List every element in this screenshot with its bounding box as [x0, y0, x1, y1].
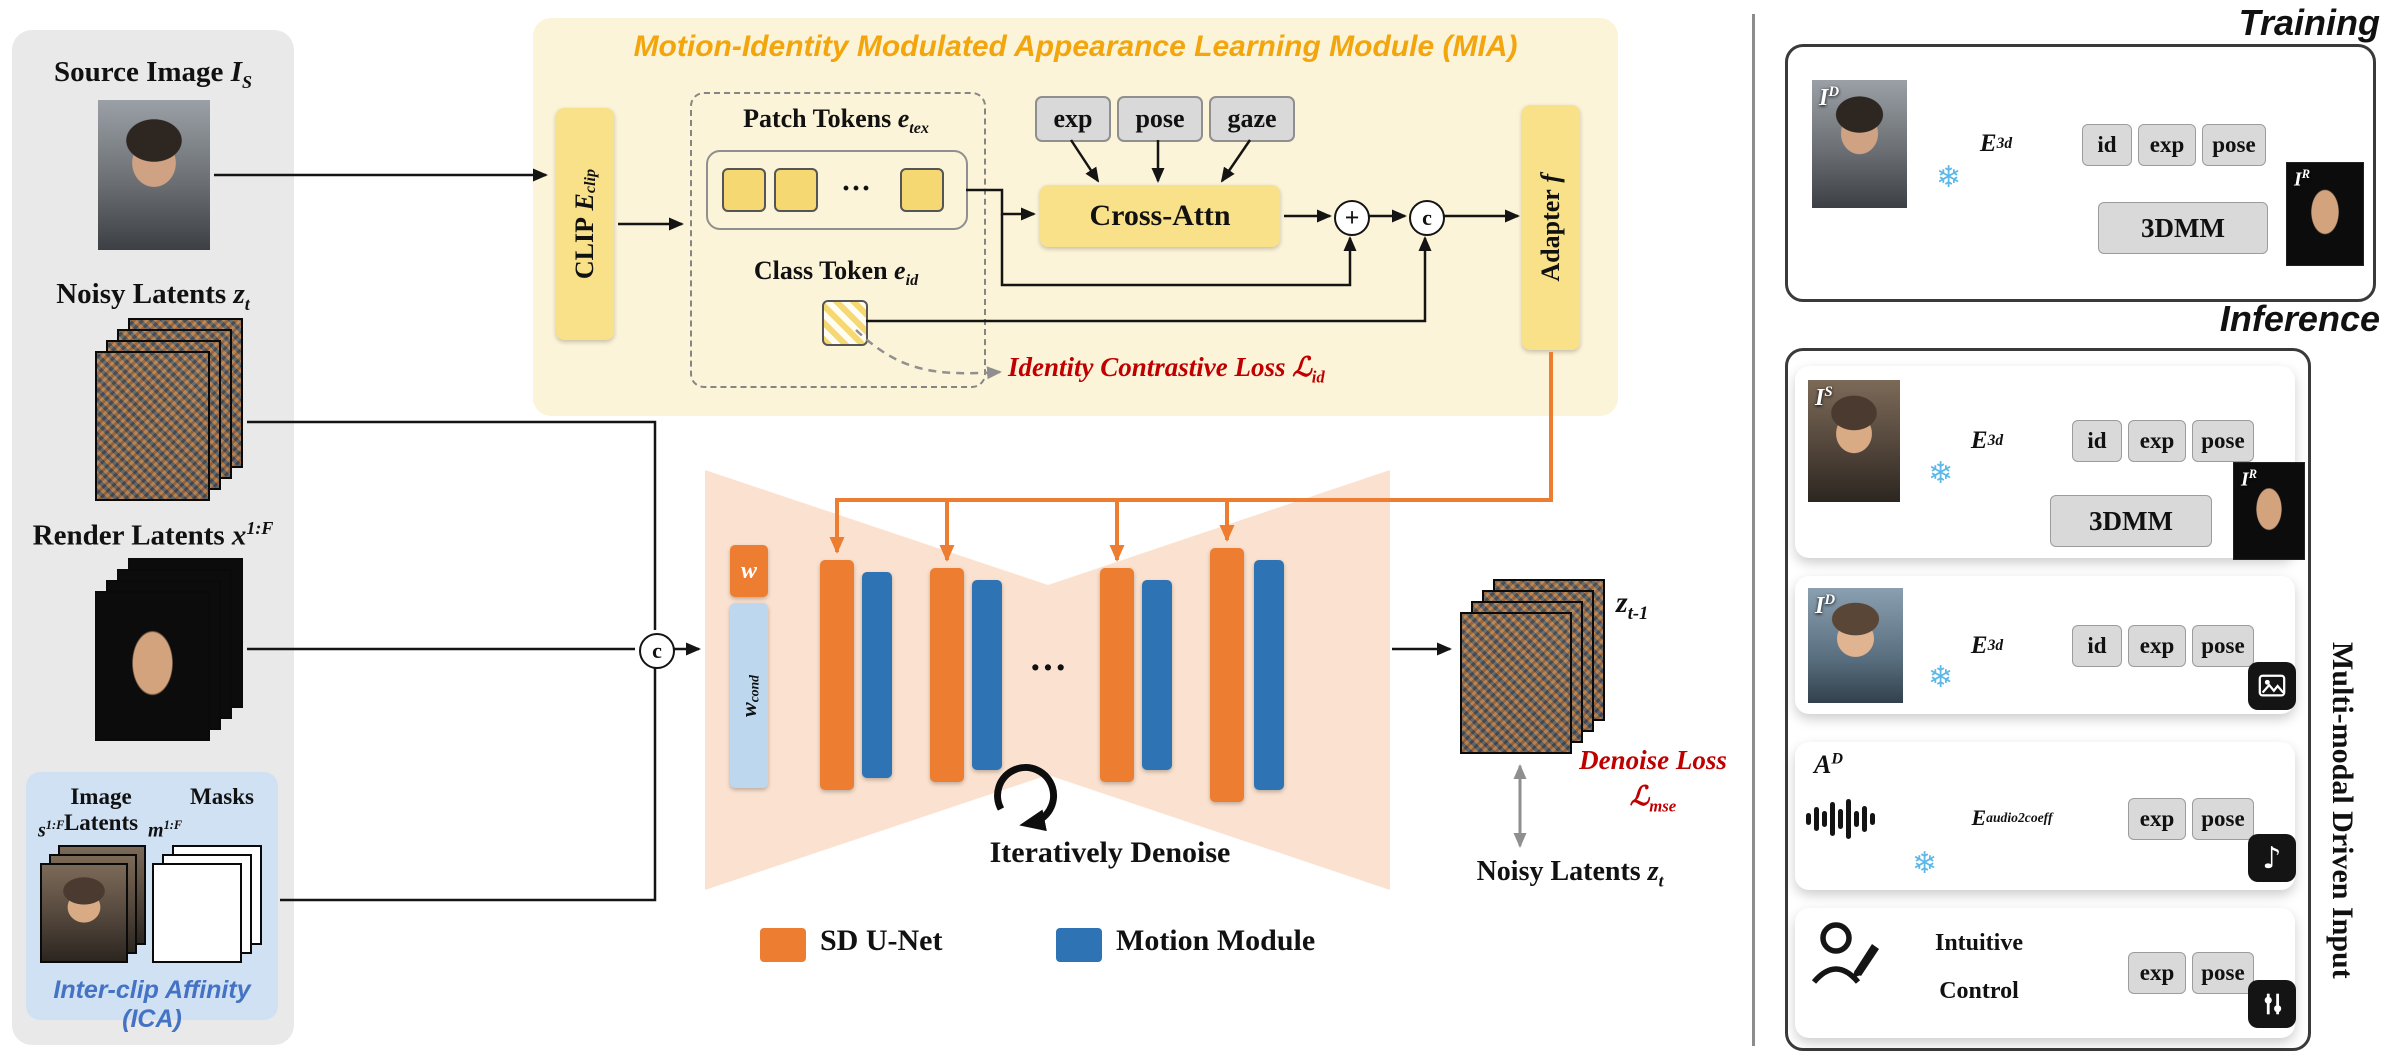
- cross-attn-box: Cross-Attn: [1040, 185, 1280, 247]
- picture-badge: [2248, 662, 2296, 710]
- ica-caption: Inter-clip Affinity (ICA): [53, 976, 251, 1033]
- sd-unet-block-1: [820, 560, 854, 790]
- render-latents-stack: [95, 558, 243, 741]
- sliders-icon: [2264, 993, 2282, 1015]
- sliders-badge: [2248, 980, 2296, 1028]
- z-prev-label: zt-1: [1616, 586, 1649, 624]
- audio-waveform-icon: [1806, 794, 1888, 844]
- mia-title: Motion-Identity Modulated Appearance Lea…: [633, 30, 1518, 63]
- exp-box-training: exp: [2138, 124, 2196, 166]
- pose-box-source: pose: [2192, 420, 2254, 462]
- snowflake-icon-audio: ❄: [1912, 846, 1938, 881]
- sd-unet-block-2: [930, 568, 964, 782]
- plus-icon: +: [1334, 200, 1370, 236]
- identity-contrastive-loss-label: Identity Contrastive Loss ℒid: [1008, 352, 1325, 387]
- masks-label: Masks: [190, 784, 254, 809]
- training-title: Training: [2238, 2, 2380, 43]
- legend-sd-unet-label: SD U-Net: [820, 924, 943, 957]
- w-cond-box: wcond: [730, 603, 768, 788]
- image-latents-label: Image Latents: [63, 784, 139, 835]
- multimodal-caption: Multi-modal Driven Input: [2326, 641, 2359, 979]
- patch-token-1: [722, 168, 766, 212]
- unet-dots: ···: [1028, 647, 1068, 689]
- legend-motion-module-swatch: [1056, 928, 1102, 962]
- pose-box-video: pose: [2192, 625, 2254, 667]
- source-image-label: Source Image IS: [54, 56, 252, 92]
- training-render-output: IR: [2286, 162, 2364, 266]
- exp-box-control: exp: [2128, 952, 2186, 994]
- output-noisy-latents-stack: [1460, 579, 1605, 754]
- snowflake-icon-source: ❄: [1928, 456, 1954, 491]
- snowflake-icon-video: ❄: [1928, 660, 1954, 695]
- inference-render-output: IR: [2233, 462, 2305, 560]
- sd-unet-block-4: [1210, 548, 1244, 802]
- patch-token-n: [900, 168, 944, 212]
- gaze-box-mia: gaze: [1209, 96, 1295, 142]
- legend-motion-module-label: Motion Module: [1116, 924, 1316, 957]
- concat-icon-inputs: c: [639, 633, 675, 669]
- iteratively-denoise-label: Iteratively Denoise: [989, 836, 1231, 869]
- noisy-latents-output-label: Noisy Latents zt: [1476, 856, 1664, 891]
- patch-token-dots: ···: [840, 172, 871, 205]
- masks-stack: [152, 845, 262, 963]
- denoise-loss-label: Denoise Loss ℒmse: [1579, 745, 1727, 816]
- pose-box-mia: pose: [1117, 96, 1203, 142]
- circular-arrow-icon: [994, 764, 1058, 832]
- motion-module-block-1: [862, 572, 892, 778]
- pose-box-control: pose: [2192, 952, 2254, 994]
- section-divider: [1752, 14, 1755, 1046]
- adapter-box: Adapter f: [1522, 105, 1580, 350]
- control-label: Control: [1939, 978, 2019, 1004]
- pose-box-audio: pose: [2192, 798, 2254, 840]
- music-badge: ♪: [2248, 834, 2296, 882]
- patch-token-2: [774, 168, 818, 212]
- patch-tokens-label: Patch Tokens etex: [743, 104, 929, 138]
- 3dmm-box-inference: 3DMM: [2050, 495, 2212, 547]
- s-latents-var-label: s1:F: [38, 818, 65, 842]
- concat-icon-mia: c: [1409, 200, 1445, 236]
- w-box: w: [730, 545, 768, 597]
- 3dmm-box-training: 3DMM: [2098, 202, 2268, 254]
- music-note-icon: ♪: [2262, 840, 2282, 876]
- picture-icon: [2258, 674, 2286, 697]
- audio-input-label: AD: [1814, 750, 1843, 779]
- line-noisy-to-merge: [247, 420, 657, 630]
- training-driving-image: ID: [1812, 80, 1907, 208]
- m-masks-var-label: m1:F: [148, 818, 183, 842]
- image-latents-stack: [40, 845, 146, 963]
- class-token-label: Class Token eid: [753, 256, 919, 290]
- id-box-video: id: [2072, 625, 2122, 667]
- motion-module-block-2: [972, 580, 1002, 770]
- noisy-latents-label: Noisy Latents zt: [56, 278, 250, 314]
- sd-unet-block-3: [1100, 568, 1134, 782]
- id-box-source: id: [2072, 420, 2122, 462]
- legend-sd-unet-swatch: [760, 928, 806, 962]
- motion-module-block-3: [1142, 580, 1172, 770]
- id-box-training: id: [2082, 124, 2132, 166]
- class-token: [822, 300, 868, 346]
- intuitive-label: Intuitive: [1934, 930, 2023, 956]
- exp-box-mia: exp: [1035, 96, 1111, 142]
- source-image-photo: [98, 100, 210, 250]
- snowflake-icon-training: ❄: [1936, 160, 1962, 195]
- clip-encoder-box: CLIP Eclip: [556, 108, 614, 340]
- exp-box-video: exp: [2128, 625, 2186, 667]
- motion-module-block-4: [1254, 560, 1284, 790]
- render-latents-label: Render Latents x1:F: [32, 518, 274, 552]
- inference-driving-image: ID: [1808, 588, 1903, 703]
- noisy-latents-stack: [95, 318, 243, 501]
- pose-box-training: pose: [2202, 124, 2266, 166]
- exp-box-audio: exp: [2128, 798, 2186, 840]
- exp-box-source: exp: [2128, 420, 2186, 462]
- inference-source-image: IS: [1808, 380, 1900, 502]
- person-edit-icon: [1806, 916, 1884, 999]
- inference-title: Inference: [2219, 298, 2380, 339]
- line-ica-to-merge: [280, 668, 657, 902]
